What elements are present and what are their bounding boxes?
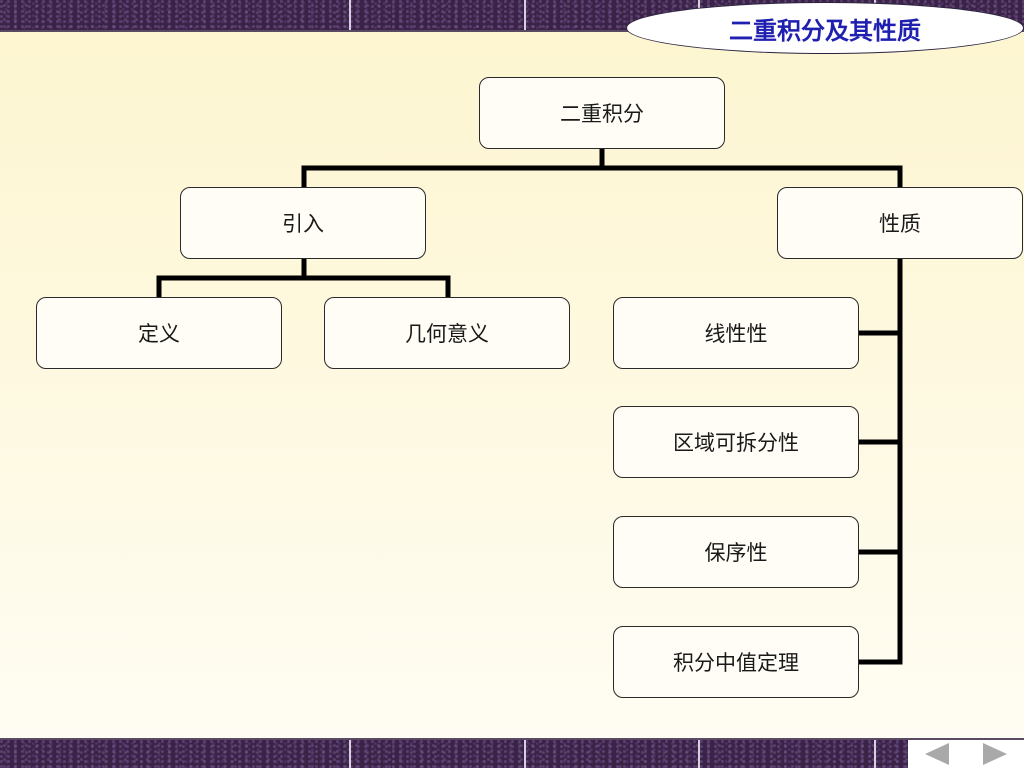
band-divider xyxy=(524,0,526,30)
node-label: 引入 xyxy=(282,212,324,236)
slide-navigation xyxy=(908,740,1024,768)
node-geometric-meaning: 几何意义 xyxy=(324,297,570,369)
bottom-rule xyxy=(0,738,1024,740)
node-mean-value-theorem: 积分中值定理 xyxy=(613,626,859,698)
node-label: 保序性 xyxy=(704,541,768,565)
band-divider xyxy=(698,740,700,768)
node-monotonicity: 保序性 xyxy=(613,516,859,588)
node-domain-additivity: 区域可拆分性 xyxy=(613,406,859,478)
node-label: 线性性 xyxy=(704,322,768,346)
node-properties: 性质 xyxy=(777,187,1023,259)
node-label: 性质 xyxy=(879,212,921,236)
slide-title: 二重积分及其性质 xyxy=(729,15,921,45)
node-double-integral: 二重积分 xyxy=(479,77,725,149)
node-linearity: 线性性 xyxy=(613,297,859,369)
band-divider xyxy=(349,740,351,768)
node-label: 几何意义 xyxy=(405,322,489,346)
triangle-left-icon[interactable] xyxy=(925,743,949,765)
bottom-band xyxy=(0,740,1024,768)
node-label: 积分中值定理 xyxy=(673,651,799,675)
band-divider xyxy=(874,740,876,768)
node-label: 二重积分 xyxy=(560,102,644,126)
node-introduction: 引入 xyxy=(180,187,426,259)
band-divider xyxy=(524,740,526,768)
top-rule xyxy=(0,30,1024,32)
node-label: 区域可拆分性 xyxy=(673,431,799,455)
node-definition: 定义 xyxy=(36,297,282,369)
triangle-right-icon[interactable] xyxy=(983,743,1007,765)
node-label: 定义 xyxy=(138,322,180,346)
band-divider xyxy=(349,0,351,30)
